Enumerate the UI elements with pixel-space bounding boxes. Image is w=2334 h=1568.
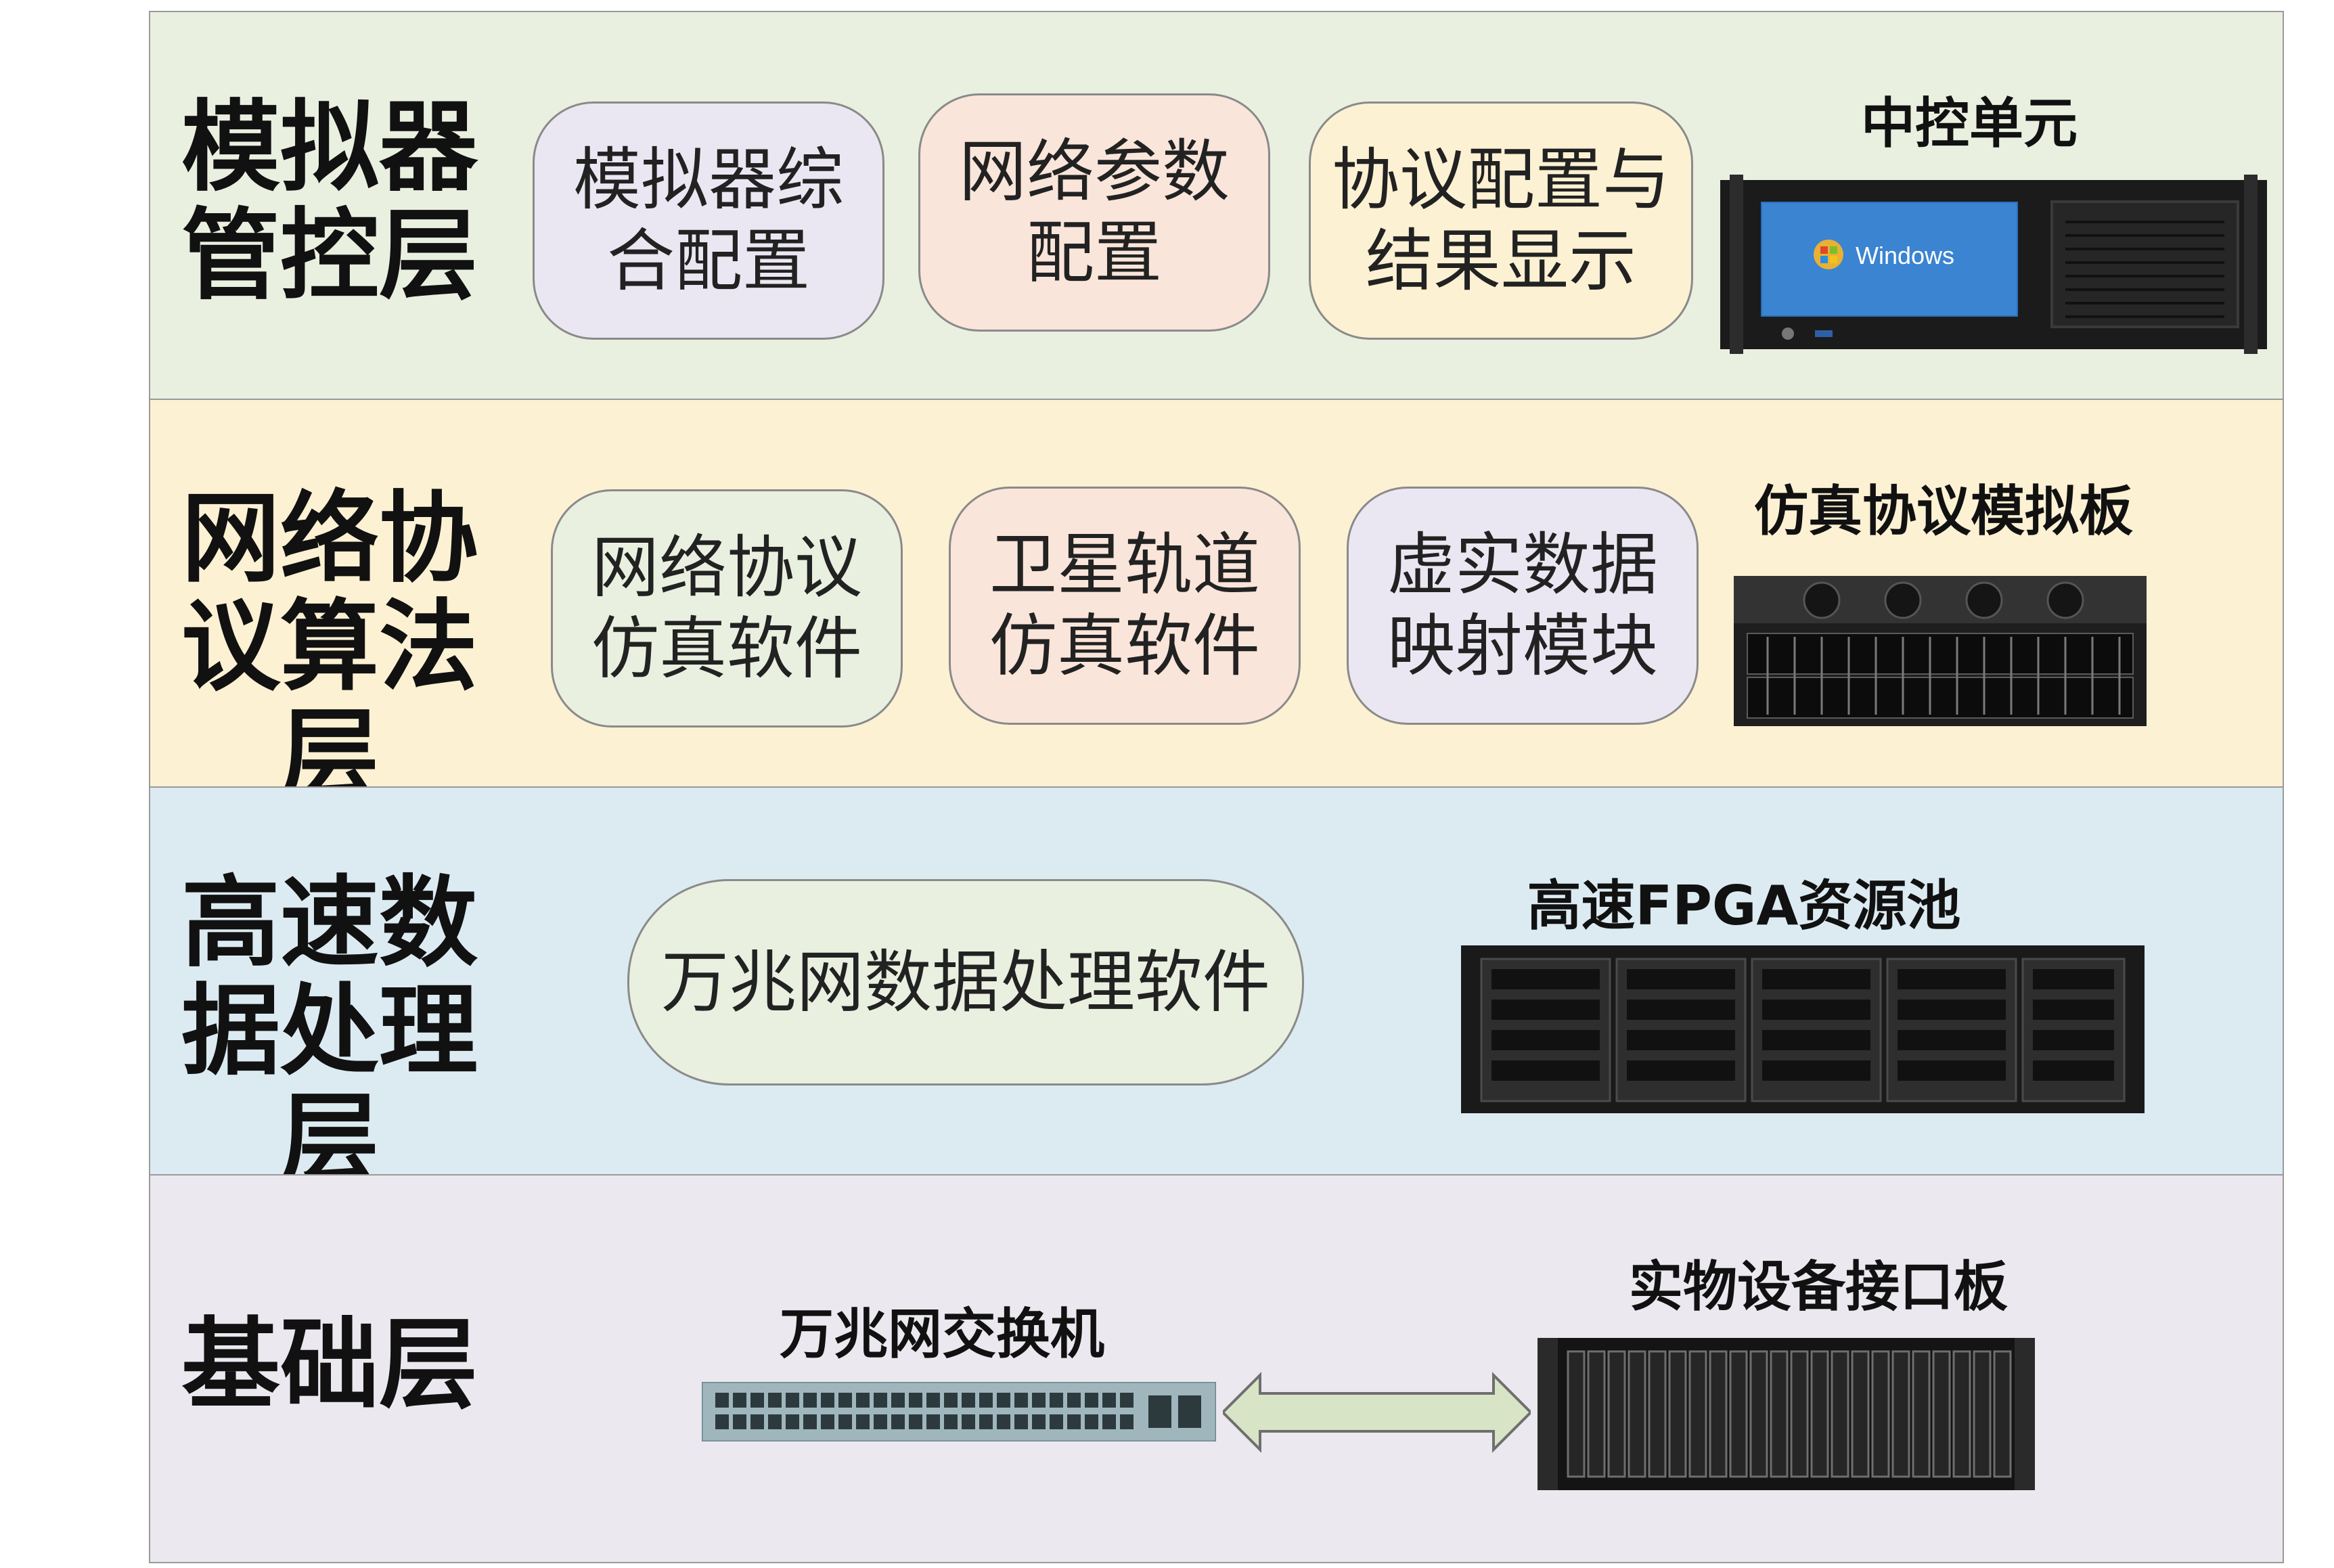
module-satellite-orbit-software[interactable]: 卫星轨道仿真软件 [949, 487, 1301, 725]
module-line: 仿真软件 [989, 606, 1260, 686]
module-line: 映射模块 [1387, 606, 1658, 686]
module-line: 虚实数据 [1387, 525, 1658, 604]
interface-server-icon [1538, 1338, 2035, 1490]
layer-title: 高速数 据处理层 [150, 869, 509, 1194]
module-protocol-sim-software[interactable]: 网络协议仿真软件 [551, 489, 903, 727]
module-line: 卫星轨道 [989, 525, 1260, 604]
hardware-label: 高速FPGA资源池 [1527, 874, 1961, 937]
hardware-label: 实物设备接口板 [1629, 1255, 2008, 1318]
rack-server-icon [1734, 576, 2147, 726]
double-arrow-icon [1223, 1372, 1531, 1453]
title-line: 基础层 [181, 1307, 478, 1423]
title-line: 模拟器 [181, 90, 478, 205]
module-10g-data-processing[interactable]: 万兆网数据处理软件 [627, 879, 1304, 1085]
title-line: 管控层 [181, 198, 478, 313]
module-virtual-real-mapping[interactable]: 虚实数据映射模块 [1347, 487, 1699, 725]
layer-base: 基础层 万兆网交换机 实物设备接口板 [149, 1174, 2284, 1563]
title-line: 议算法层 [181, 589, 478, 813]
network-switch-icon [702, 1382, 1216, 1441]
hardware-label: 仿真协议模拟板 [1754, 480, 2133, 543]
module-line: 配置 [1027, 213, 1162, 292]
title-line: 网络协 [181, 481, 478, 596]
module-line: 模拟器综 [573, 140, 844, 219]
layer-protocol-algorithm: 网络协 议算法层 网络协议仿真软件 卫星轨道仿真软件 虚实数据映射模块 仿真协议… [149, 399, 2284, 809]
layer-title: 网络协 议算法层 [150, 485, 509, 809]
module-protocol-config-display[interactable]: 协议配置与结果显示 [1309, 102, 1693, 340]
module-line: 结果显示 [1366, 221, 1636, 300]
layer-title: 模拟器 管控层 [150, 93, 509, 310]
module-line: 协议配置与 [1332, 140, 1670, 219]
module-line: 网络参数 [959, 132, 1230, 211]
hardware-label: 中控单元 [1861, 92, 2078, 155]
title-line: 据处理层 [181, 974, 478, 1197]
module-line: 网络协议 [591, 528, 862, 607]
layer-high-speed-processing: 高速数 据处理层 万兆网数据处理软件 高速FPGA资源池 [149, 786, 2284, 1194]
module-simulator-config[interactable]: 模拟器综合配置 [533, 102, 884, 340]
layer-control: 模拟器 管控层 模拟器综合配置 网络参数配置 协议配置与结果显示 中控单元 Wi… [149, 11, 2284, 400]
title-line: 高速数 [181, 866, 478, 981]
switch-label: 万兆网交换机 [780, 1303, 1104, 1366]
module-line: 仿真软件 [591, 609, 862, 688]
module-line: 万兆网数据处理软件 [661, 942, 1270, 1022]
storage-server-icon [1461, 945, 2145, 1113]
module-network-param-config[interactable]: 网络参数配置 [918, 93, 1270, 332]
module-line: 合配置 [607, 221, 810, 300]
screen-text: Windows [1856, 242, 1954, 269]
industrial-pc-icon: Windows [1720, 175, 2267, 354]
layer-title: 基础层 [150, 1311, 509, 1419]
